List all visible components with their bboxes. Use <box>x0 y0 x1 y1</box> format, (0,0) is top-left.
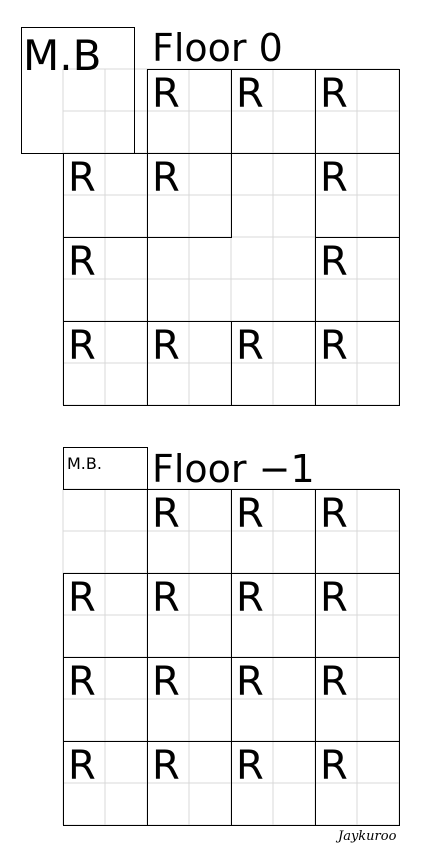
room-label: R <box>320 575 348 621</box>
room-label: R <box>68 239 96 285</box>
mb-box <box>21 27 135 154</box>
mb-label: M.B <box>23 31 101 80</box>
room-label: R <box>152 491 180 537</box>
floor-title: Floor −1 <box>152 447 315 491</box>
room-label: R <box>68 659 96 705</box>
room-label: R <box>68 323 96 369</box>
mb-box <box>63 447 148 490</box>
room-label: R <box>152 659 180 705</box>
room-label: R <box>236 491 264 537</box>
room-label: R <box>320 323 348 369</box>
room-label: R <box>236 71 264 117</box>
room-label: R <box>320 659 348 705</box>
signature: Jaykuroo <box>335 829 397 844</box>
room-label: R <box>236 743 264 789</box>
room-box <box>315 321 400 406</box>
room-label: R <box>236 659 264 705</box>
room-label: R <box>320 491 348 537</box>
room-label: R <box>68 743 96 789</box>
room-label: R <box>152 155 180 201</box>
room-label: R <box>320 155 348 201</box>
floor-title: Floor 0 <box>152 26 283 70</box>
room-box <box>147 153 232 238</box>
room-label: R <box>236 323 264 369</box>
room-box <box>315 741 400 826</box>
room-label: R <box>68 575 96 621</box>
mb-label: M.B. <box>67 454 102 473</box>
room-label: R <box>152 71 180 117</box>
room-label: R <box>320 239 348 285</box>
room-label: R <box>68 155 96 201</box>
room-label: R <box>320 71 348 117</box>
room-label: R <box>152 743 180 789</box>
room-label: R <box>152 323 180 369</box>
room-label: R <box>236 575 264 621</box>
room-label: R <box>152 575 180 621</box>
room-label: R <box>320 743 348 789</box>
